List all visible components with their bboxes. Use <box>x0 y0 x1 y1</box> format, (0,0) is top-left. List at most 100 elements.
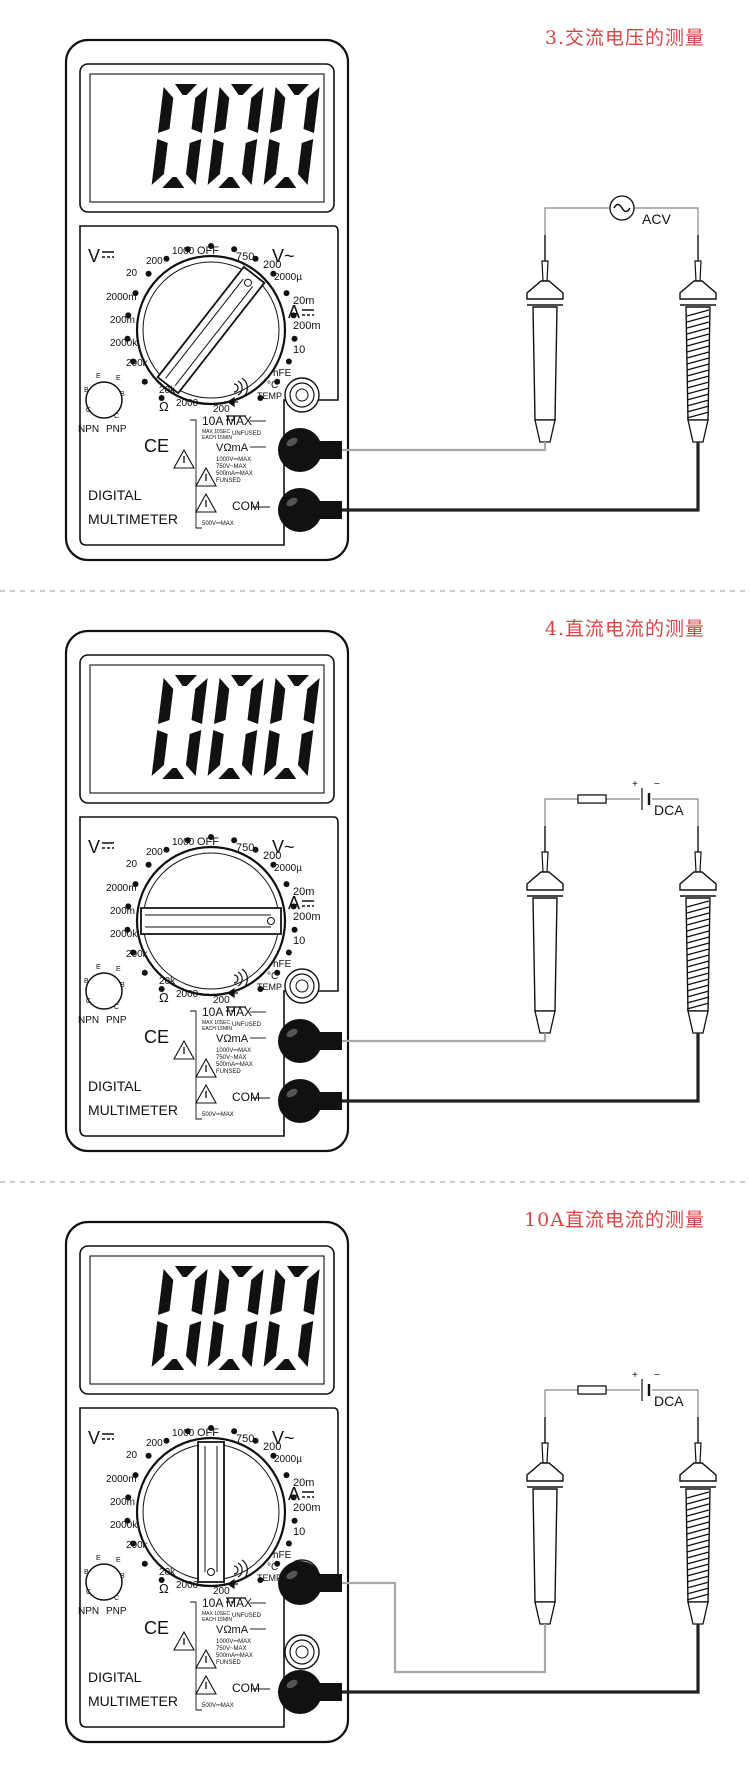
pin-b1: B <box>84 978 89 985</box>
dcv-label: V <box>88 246 100 266</box>
selector-knob[interactable] <box>197 1441 225 1583</box>
jack-10a-note1: MAX 10SEC <box>202 1020 230 1026</box>
label-2000m: 2000m <box>106 1474 137 1485</box>
dial-detent-dots <box>124 243 298 401</box>
jack-com-label: COM <box>232 499 260 513</box>
label-npn: NPN <box>78 424 99 435</box>
label-npn: NPN <box>78 1606 99 1617</box>
brand-multimeter: MULTIMETER <box>88 1693 178 1709</box>
segment <box>287 1266 309 1277</box>
acv-label: V~ <box>272 246 295 266</box>
black-lead-plug[interactable] <box>278 1670 342 1714</box>
dca-label: A <box>288 893 300 913</box>
detent-dot <box>208 243 214 249</box>
segment <box>263 1321 280 1367</box>
ce-mark-icon: CE <box>144 1027 169 1047</box>
jack-vohm-note3: 500mA⎓MAX <box>216 1062 253 1068</box>
label-temp: TEMP <box>257 982 282 992</box>
detent-dot <box>132 290 139 297</box>
hfe-socket[interactable] <box>85 972 123 1010</box>
black-lead-plug[interactable] <box>278 488 342 532</box>
black-probe[interactable] <box>679 826 717 1034</box>
red-lead-plug[interactable] <box>278 428 342 472</box>
detent-dot <box>141 1560 148 1567</box>
black-test-lead <box>342 1033 700 1103</box>
label-20: 20 <box>126 268 138 279</box>
diode-icon <box>224 987 238 999</box>
jack-10a-max: MAX <box>226 1005 252 1019</box>
segment <box>207 1321 224 1367</box>
red-probe[interactable] <box>526 235 564 443</box>
temp-jack[interactable] <box>284 968 320 1004</box>
acv-label: V~ <box>272 837 295 857</box>
red-lead-plug[interactable] <box>278 1561 342 1605</box>
label-off: OFF <box>197 1427 219 1439</box>
label-1000: 1000 <box>172 1428 195 1439</box>
label-200m-ohm: 200m <box>110 315 135 326</box>
detent-dot <box>208 834 214 840</box>
segment <box>162 177 185 188</box>
label-20m: 20m <box>293 886 314 898</box>
knob-pointer-icon <box>267 917 275 925</box>
jack-vohm-note3: 500mA⎓MAX <box>216 471 253 477</box>
segment <box>157 1269 174 1315</box>
segment <box>274 1359 297 1370</box>
label-1000: 1000 <box>172 837 195 848</box>
plus-sign: + <box>632 779 638 790</box>
label-hfe: hFE <box>273 959 292 970</box>
label-200k: 200k <box>126 1540 149 1551</box>
leader-line <box>190 419 202 529</box>
label-pnp: PNP <box>106 424 127 435</box>
segment <box>241 139 258 185</box>
detent-dot <box>291 1517 298 1524</box>
test-circuit: ACV <box>544 195 699 235</box>
detent-dot <box>163 1437 170 1444</box>
detent-dot <box>290 903 297 910</box>
detent-dot <box>124 335 131 342</box>
jack-vohm-note4: FUNSED <box>216 478 241 484</box>
lcd-digit <box>207 1266 264 1370</box>
label-npn: NPN <box>78 1015 99 1026</box>
detent-dot <box>125 903 132 910</box>
label-2000k: 2000k <box>110 338 138 349</box>
hfe-socket[interactable] <box>85 1563 123 1601</box>
segment <box>241 730 258 776</box>
label-hfe: hFE <box>273 1550 292 1561</box>
detent-dot <box>274 1560 281 1567</box>
red-probe[interactable] <box>526 1417 564 1625</box>
buzzer-icon <box>233 1559 248 1581</box>
label-10: 10 <box>293 344 305 356</box>
jack-com-label: COM <box>232 1090 260 1104</box>
red-probe[interactable] <box>526 826 564 1034</box>
label-2000: 2000 <box>176 1580 199 1591</box>
segment <box>263 139 280 185</box>
detent-dot <box>125 1494 132 1501</box>
vohm-jack[interactable] <box>284 1634 320 1670</box>
detent-dot <box>274 378 281 385</box>
detent-dot <box>257 394 264 401</box>
selector-knob[interactable] <box>140 907 282 935</box>
detent-dot <box>163 846 170 853</box>
lcd-readout <box>151 1266 320 1370</box>
jack-vohm-note4: FUNSED <box>216 1069 241 1075</box>
segment <box>303 678 320 724</box>
red-lead-plug[interactable] <box>278 1019 342 1063</box>
plus-sign: + <box>632 1370 638 1381</box>
ohm-icon: Ω <box>159 399 169 414</box>
detent-dot <box>270 270 277 277</box>
black-probe[interactable] <box>679 1417 717 1625</box>
pin-e1: E <box>96 1555 101 1562</box>
pin-e1: E <box>96 964 101 971</box>
label-20m: 20m <box>293 1477 314 1489</box>
temp-jack[interactable] <box>284 377 320 413</box>
diode-icon <box>224 396 238 408</box>
black-lead-plug[interactable] <box>278 1079 342 1123</box>
black-probe[interactable] <box>679 235 717 443</box>
selector-knob[interactable] <box>156 265 266 395</box>
segment <box>157 678 174 724</box>
label-off: OFF <box>197 836 219 848</box>
hfe-socket[interactable] <box>85 381 123 419</box>
segment <box>287 84 309 95</box>
dca-symbol-icon <box>302 900 314 907</box>
